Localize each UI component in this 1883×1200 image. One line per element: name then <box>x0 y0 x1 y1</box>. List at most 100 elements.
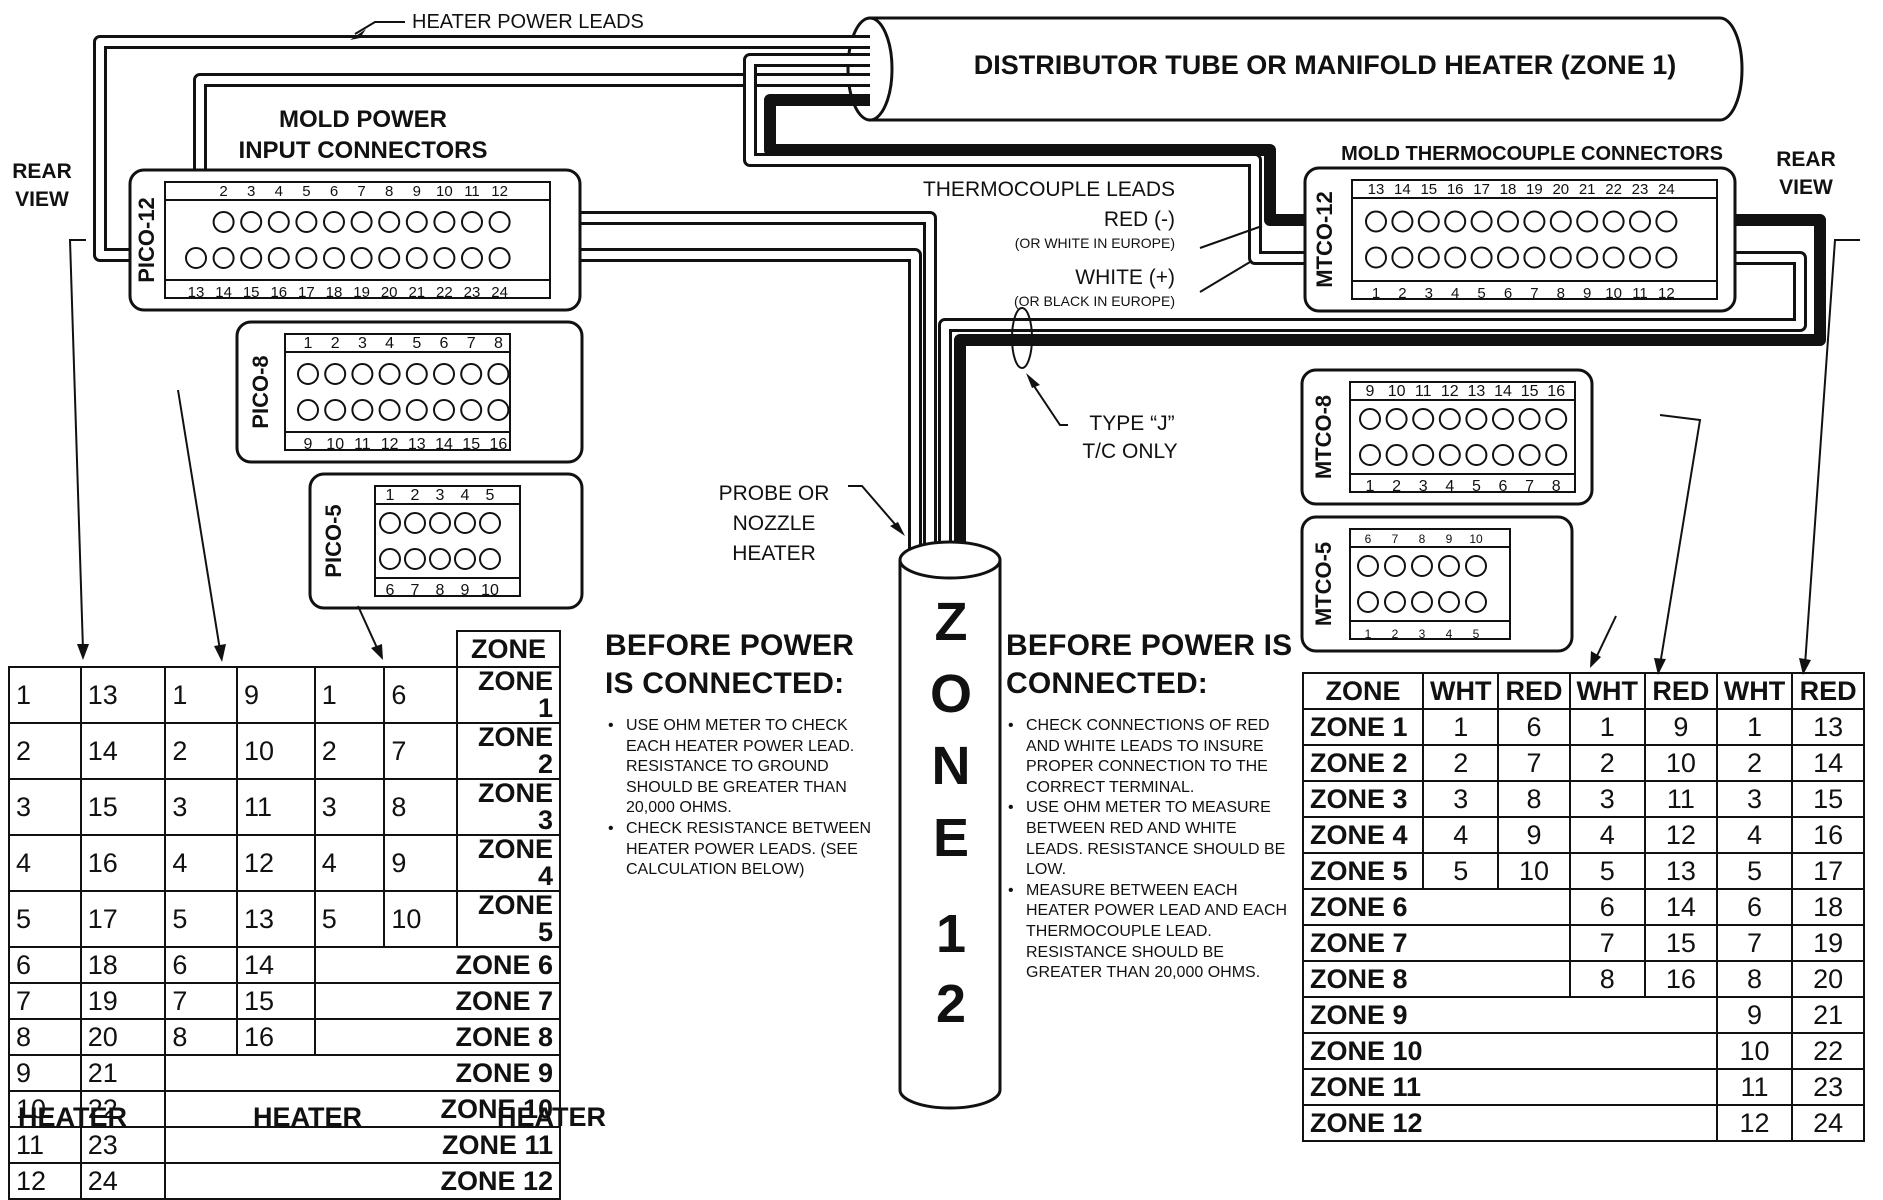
pin-label: 20 <box>381 284 398 301</box>
cell: 1 <box>164 666 239 724</box>
pin-hole <box>460 399 483 421</box>
cell: 16 <box>1791 816 1865 854</box>
pin-label: 4 <box>1445 478 1454 495</box>
notes-power-list: USE OHM METER TO CHECK EACH HEATER POWER… <box>606 716 874 881</box>
cell: 7 <box>1497 744 1571 782</box>
cell: 8 <box>383 778 459 836</box>
pin-label: 16 <box>270 284 287 301</box>
pin-label: 19 <box>353 284 370 301</box>
cell: 9 <box>383 834 459 892</box>
cell: 10 <box>1497 852 1571 890</box>
cell: 7 <box>1715 924 1794 962</box>
cell: 2 <box>8 722 82 780</box>
cell: 14 <box>236 946 316 984</box>
pin-label: 11 <box>354 436 371 453</box>
cell: 19 <box>1791 924 1865 962</box>
pin-label: 14 <box>215 284 232 301</box>
pin-hole <box>1629 246 1651 269</box>
pin-hole <box>1497 210 1519 233</box>
pin-label: 13 <box>1468 383 1486 400</box>
cell: 6 <box>383 666 459 724</box>
notes-power-title-1: BEFORE POWER <box>605 629 855 662</box>
cell: 8 <box>8 1018 82 1056</box>
pin-hole <box>1470 210 1493 233</box>
pin-label: 3 <box>436 487 445 504</box>
pin-hole <box>405 363 428 385</box>
cell: 5 <box>8 890 82 948</box>
svg-text:(OR WHITE IN EUROPE): (OR WHITE IN EUROPE) <box>1015 235 1175 251</box>
cell: 1 <box>1568 708 1646 746</box>
pin-label: 4 <box>1451 285 1459 302</box>
cell: 4 <box>8 834 82 892</box>
svg-text:THERMOCOUPLE LEADS: THERMOCOUPLE LEADS <box>923 178 1175 201</box>
cell: 12 <box>8 1162 82 1200</box>
pin-label: 2 <box>1398 285 1406 302</box>
pin-hole <box>324 399 347 421</box>
cell: 5 <box>313 890 386 948</box>
pin-hole <box>212 211 235 233</box>
cell: 12 <box>1643 816 1718 854</box>
cell: 4 <box>1421 816 1500 854</box>
cell: 3 <box>1568 780 1646 818</box>
pin-label: 5 <box>1477 285 1485 302</box>
pin-label: 7 <box>1392 532 1399 546</box>
pin-hole <box>1545 444 1568 466</box>
cell: 3 <box>1421 780 1500 818</box>
pin-hole <box>1465 408 1488 430</box>
notes-tc-title-1: BEFORE POWER IS <box>1006 629 1293 662</box>
cell: 18 <box>1791 888 1865 926</box>
pointer-heads <box>77 644 1811 675</box>
pin-label: 11 <box>1415 383 1432 400</box>
cell: 17 <box>1791 852 1865 890</box>
pin-hole <box>1545 408 1568 430</box>
pin-label: 11 <box>1632 285 1648 302</box>
pin-hole <box>378 399 401 421</box>
pin-hole <box>1629 210 1651 233</box>
pin-hole <box>1465 591 1487 613</box>
svg-text:WHITE (+): WHITE (+) <box>1075 266 1175 289</box>
cell: 18 <box>79 946 167 984</box>
cell: 4 <box>1715 816 1794 854</box>
pin-hole <box>295 247 318 269</box>
pin-label: 18 <box>326 284 343 301</box>
zone-cell: ZONE 9 <box>1302 996 1718 1034</box>
zone-cell: ZONE 5 <box>1302 852 1424 890</box>
pin-hole <box>433 363 455 385</box>
heater-footer-1: HEATER <box>18 1102 128 1132</box>
zone-cell: ZONE 8 <box>313 1018 562 1056</box>
cell: 10 <box>383 890 459 948</box>
svg-text:VIEW: VIEW <box>15 188 69 211</box>
column-header: WHT <box>1715 672 1794 710</box>
pin-label: 10 <box>1605 285 1622 302</box>
cell: 13 <box>1791 708 1865 746</box>
pin-label: 1 <box>1365 627 1372 641</box>
zone-12-vertical: Z O N E 1 2 <box>930 592 972 1034</box>
zone-digit: 2 <box>936 974 966 1034</box>
zone-cell: ZONE 2 <box>456 722 561 780</box>
cell: 22 <box>1791 1032 1865 1070</box>
cell: 6 <box>1715 888 1794 926</box>
cell: 2 <box>1568 744 1646 782</box>
pin-hole <box>1357 591 1379 613</box>
cell: 24 <box>1791 1104 1865 1142</box>
pin-hole <box>1576 246 1599 269</box>
pin-hole <box>350 211 373 233</box>
cell: 12 <box>236 834 316 892</box>
pin-label: 4 <box>385 335 394 352</box>
pin-label: 4 <box>275 183 283 200</box>
heater-footer-3: HEATER <box>497 1102 607 1132</box>
pin-label: 10 <box>481 582 499 599</box>
rear-view-left: REAR VIEW <box>12 160 72 211</box>
probe-label: PROBE OR NOZZLE HEATER <box>719 482 830 565</box>
type-j-label: TYPE “J” T/C ONLY <box>1082 412 1177 463</box>
pin-label: 3 <box>358 335 367 352</box>
pin-hole <box>1518 408 1541 430</box>
pin-label: 7 <box>357 183 365 200</box>
